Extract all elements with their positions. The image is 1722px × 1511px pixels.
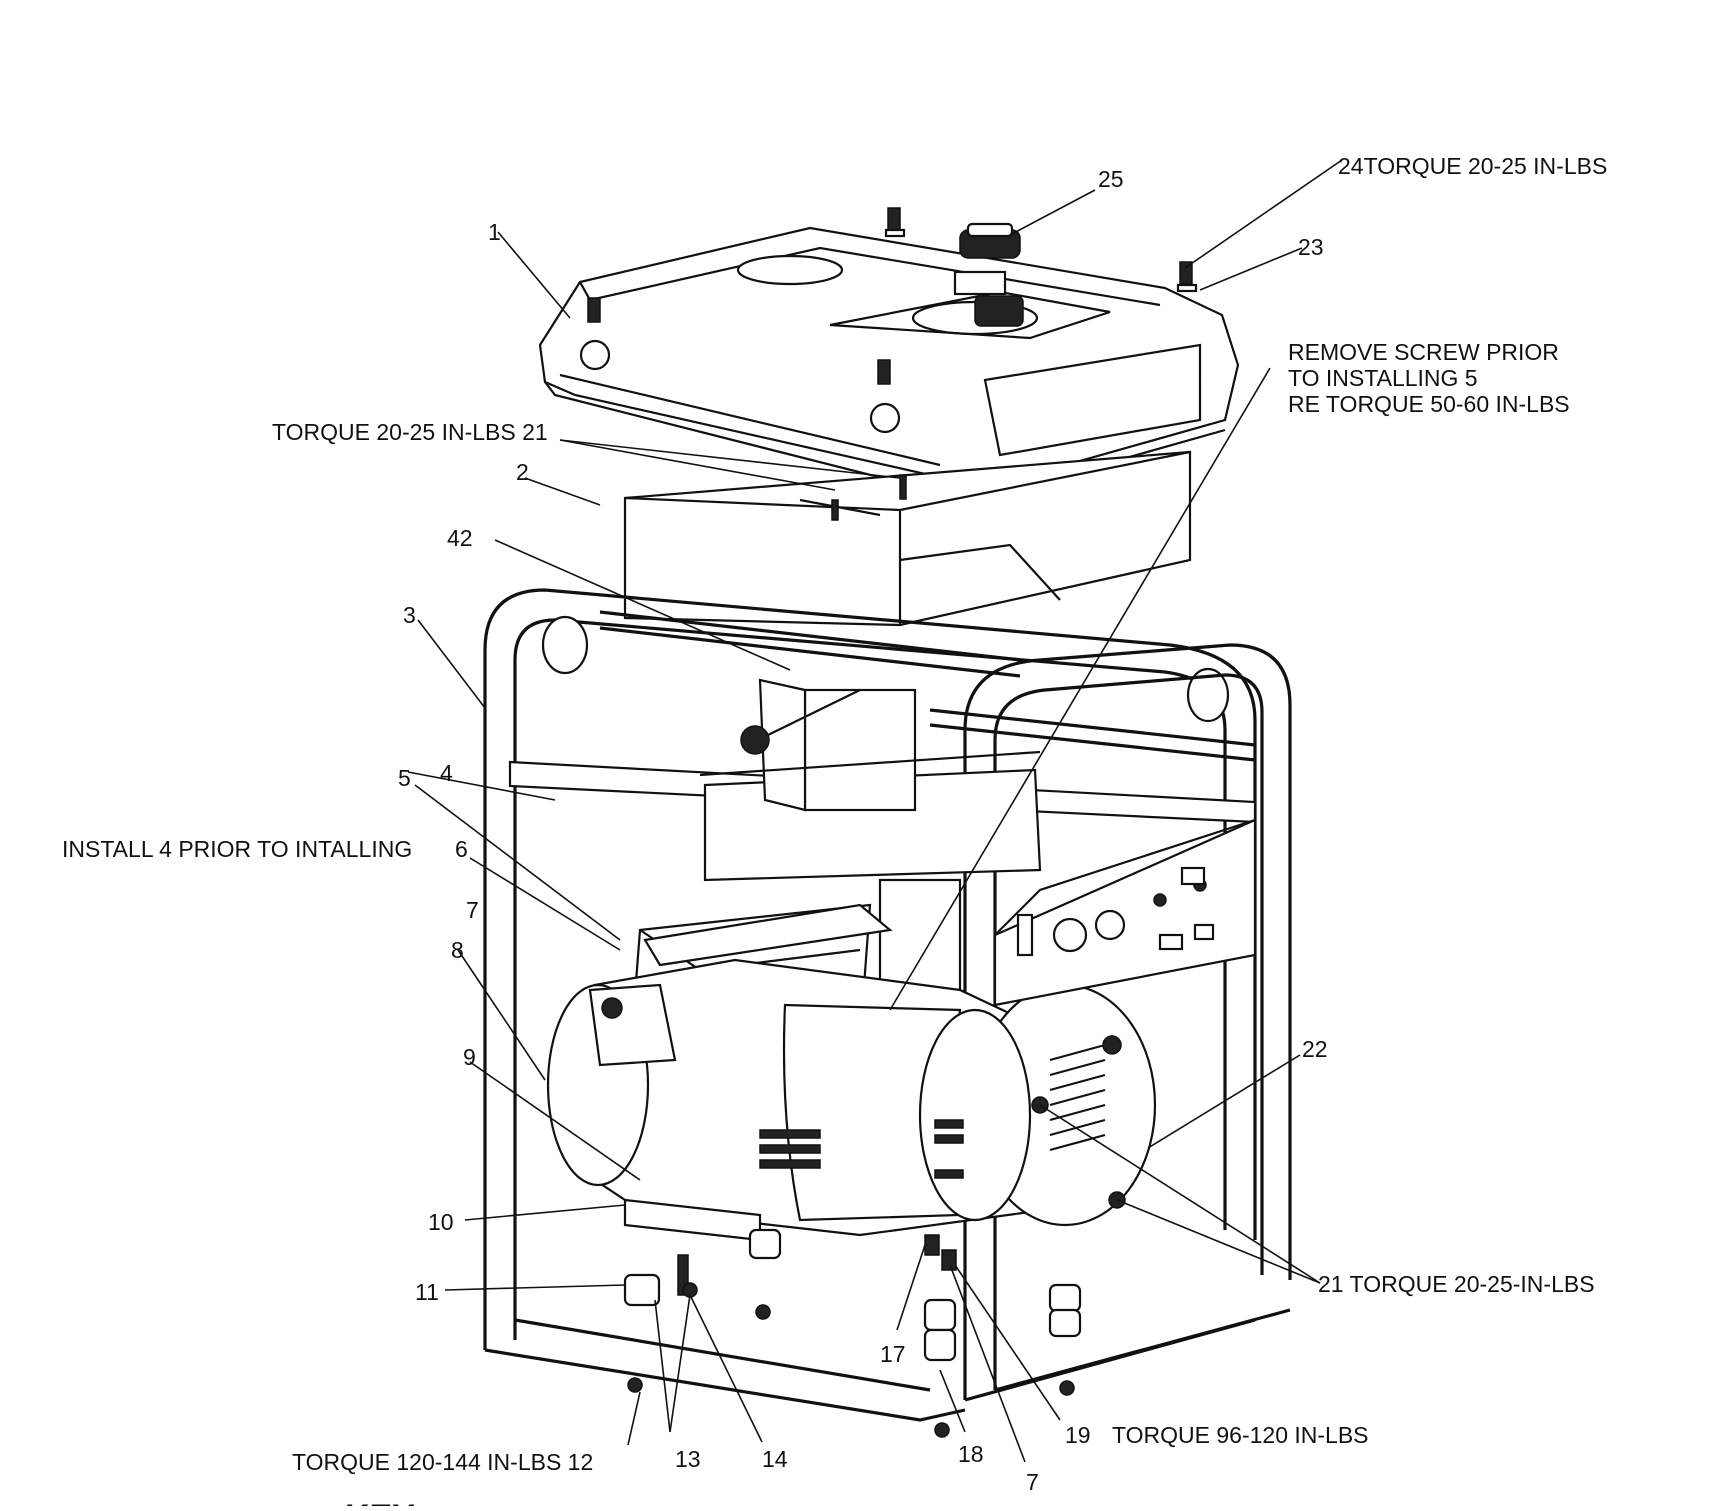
control-panel [993,818,1257,1007]
remove-screw-note-line-1: REMOVE SCREW PRIOR [1288,339,1559,365]
callout-3: 3 [403,602,416,628]
callout-14: 14 [762,1446,788,1472]
callout-6: 6 [455,836,468,862]
callout-23: 23 [1298,234,1324,260]
key-heading: KEY [345,1498,415,1506]
annotations: 24TORQUE 20-25 IN-LBS REMOVE SCREW PRIOR… [62,153,1607,1511]
heat-shield [623,450,1192,627]
callout-19: 19 [1065,1422,1091,1448]
callout-25: 25 [1098,166,1124,192]
end-cap-louvers [1049,1043,1106,1152]
callout-42: 42 [447,525,473,551]
callout-7-lower: 7 [1026,1469,1039,1495]
callout-9: 9 [463,1044,476,1070]
torque-note-12: TORQUE 120-144 IN-LBS 12 [292,1449,593,1475]
install-4-note: INSTALL 4 PRIOR TO INTALLING [62,836,412,862]
remove-screw-note-line-2: TO INSTALLING 5 [1288,365,1478,391]
fuel-tank [538,207,1240,502]
torque-note-24: 24TORQUE 20-25 IN-LBS [1338,153,1607,179]
callout-13: 13 [675,1446,701,1472]
callout-2: 2 [516,459,529,485]
torque-note-21-top: TORQUE 20-25 IN-LBS 21 [272,419,548,445]
callout-7-upper: 7 [466,897,479,923]
callouts: 1 25 23 2 42 3 4 5 6 7 8 9 10 11 13 14 1… [398,166,1328,1495]
callout-18: 18 [958,1441,984,1467]
callout-8: 8 [451,937,464,963]
callout-4: 4 [440,760,453,786]
alternator [546,958,1157,1242]
housing-vents [759,1119,964,1179]
torque-note-21-right: 21 TORQUE 20-25-IN-LBS [1318,1271,1595,1297]
callout-11: 11 [415,1279,439,1305]
leader-lines [407,159,1343,1463]
callout-22: 22 [1302,1036,1328,1062]
isolator-mounts [623,1228,1082,1438]
torque-note-19: TORQUE 96-120 IN-LBS [1112,1422,1369,1448]
callout-1: 1 [488,219,501,245]
callout-5: 5 [398,765,411,791]
remove-screw-note-line-3: RE TORQUE 50-60 IN-LBS [1288,391,1570,417]
callout-10: 10 [428,1209,454,1235]
callout-17: 17 [880,1341,906,1367]
